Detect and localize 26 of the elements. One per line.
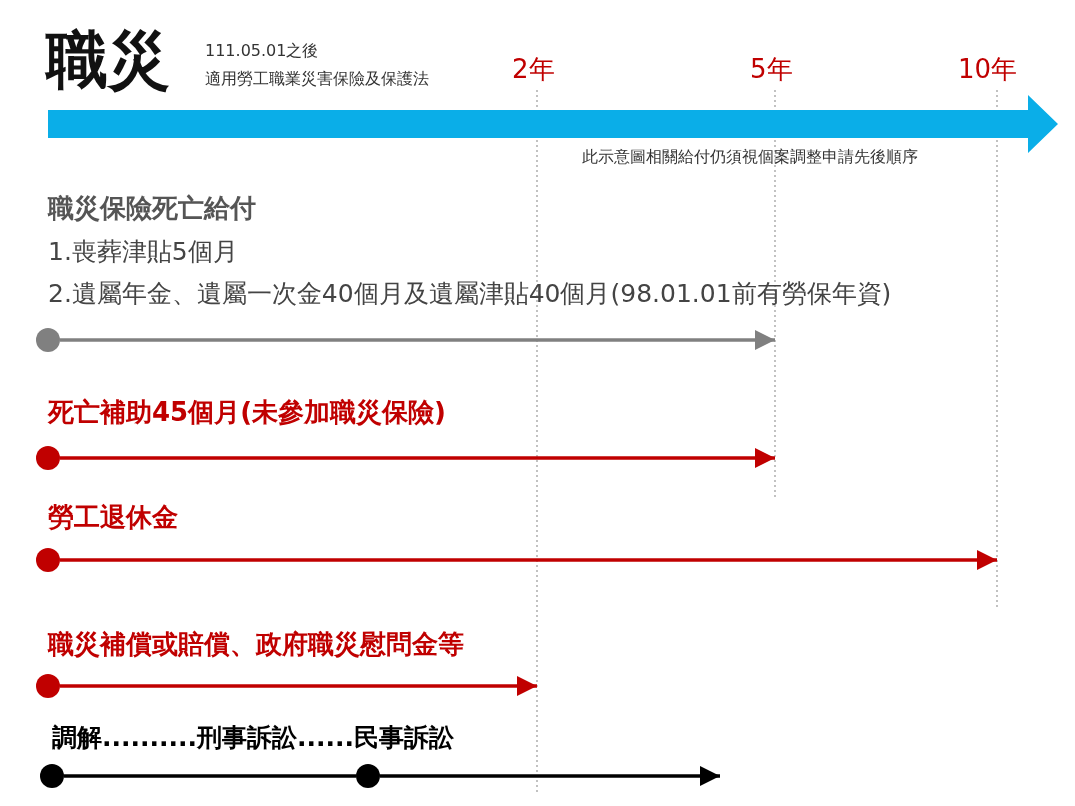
year-tick-label: 5年 [750,55,793,85]
section-heading: 職災保險死亡給付 [48,194,256,224]
start-dot [356,764,380,788]
law-note: 適用勞工職業災害保險及保護法 [205,70,429,89]
arrow [380,766,720,786]
arrow [60,676,537,696]
start-dot [36,328,60,352]
year-tick-label: 10年 [958,55,1018,85]
date-note: 111.05.01之後 [205,42,319,61]
section-heading: 勞工退休金 [48,503,178,533]
start-dot [36,548,60,572]
year-tick-label: 2年 [512,55,555,85]
section-heading: 職災補償或賠償、政府職災慰問金等 [48,630,464,660]
start-dot [36,674,60,698]
arrow [60,330,775,350]
title: 職災 [46,24,170,96]
start-dot [36,446,60,470]
benefit-item: 2.遺屬年金、遺屬一次金40個月及遺屬津貼40個月(98.01.01前有勞保年資) [48,280,892,309]
section-heading: 死亡補助45個月(未參加職災保險) [48,398,446,428]
start-dot [40,764,64,788]
procedure-heading: 調解..........刑事訴訟......民事訴訟 [52,724,454,753]
disclaimer-note: 此示意圖相關給付仍須視個案調整申請先後順序 [582,148,918,167]
benefit-item: 1.喪葬津貼5個月 [48,238,238,267]
arrow [60,448,775,468]
connector-line [64,774,356,778]
arrow [60,550,997,570]
